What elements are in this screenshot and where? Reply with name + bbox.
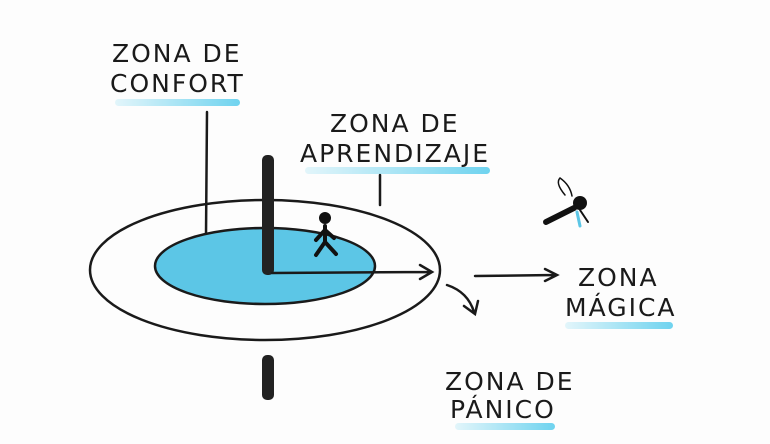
comfort-pointer-line: [204, 110, 209, 237]
learning-underline: [305, 167, 490, 174]
magic-label-line2: MÁGICA: [565, 293, 677, 322]
comfort-label-line2: CONFORT: [110, 69, 245, 98]
arrow-to-magic: [473, 267, 560, 283]
magic-label-line1: ZONA: [578, 263, 659, 292]
arrow-to-panic: [445, 283, 480, 317]
arrow-to-ring: [270, 263, 435, 281]
panic-underline: [455, 423, 555, 430]
comfort-label-line1: ZONA DE: [112, 39, 242, 68]
pole-bottom: [262, 355, 274, 400]
flying-person-icon: [543, 177, 589, 228]
pole-top: [262, 155, 274, 275]
learning-label-line1: ZONA DE: [330, 109, 460, 138]
comfort-underline: [115, 99, 240, 106]
panic-label-line2: PÁNICO: [450, 395, 556, 424]
panic-label-line1: ZONA DE: [445, 367, 575, 396]
learning-label-line2: APRENDIZAJE: [300, 139, 491, 168]
magic-underline: [565, 322, 673, 329]
person-icon: [314, 212, 338, 257]
